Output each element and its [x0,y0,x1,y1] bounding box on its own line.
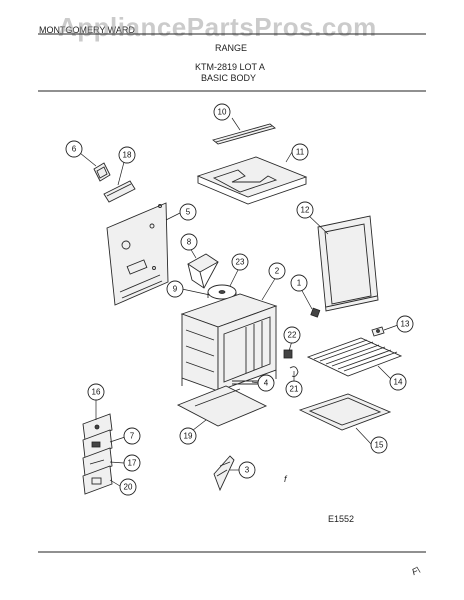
support-bar-part [232,380,258,385]
callout-7: 7 [123,427,141,445]
callout-18-label: 18 [123,151,132,160]
fitting-part [310,307,321,318]
callout-6: 6 [65,140,83,158]
callout-3: 3 [238,461,256,479]
callout-19: 19 [179,427,197,445]
hardware-kit-stack [82,413,113,495]
vent-duct-part [187,253,219,289]
callout-22: 22 [283,326,301,344]
callout-5-label: 5 [186,208,191,217]
callout-22-label: 22 [288,331,297,340]
callout-2-label: 2 [275,267,280,276]
callout-14-label: 14 [394,378,403,387]
callout-11: 11 [291,143,309,161]
callout-1-label: 1 [297,279,302,288]
burner-part [207,284,237,300]
callout-20-label: 20 [124,483,133,492]
callout-10: 10 [213,103,231,121]
callout-2: 2 [268,262,286,280]
section-title: BASIC BODY [201,73,257,83]
back-panel-part [106,202,169,306]
callout-16-label: 16 [92,388,101,397]
callout-5: 5 [179,203,197,221]
bottom-panel-part [176,385,268,427]
callout-21: 21 [285,380,303,398]
knob-bracket-part [93,162,111,182]
figure-code: E1552 [328,514,355,524]
oven-door-frame-part [317,215,379,312]
callout-23: 23 [231,253,249,271]
top-panel-part [196,156,308,205]
latch-part [371,326,385,337]
oven-body-part [180,293,278,400]
callout-7-label: 7 [130,432,135,441]
callout-18: 18 [118,146,136,164]
callout-15-label: 15 [375,441,384,450]
callout-20: 20 [119,478,137,496]
callout-10-label: 10 [218,108,227,117]
callout-13: 13 [396,315,414,333]
callout-8: 8 [180,233,198,251]
callout-17: 17 [123,454,141,472]
callout-12-label: 12 [301,206,310,215]
broiler-pan-part [298,393,392,431]
callout-9-label: 9 [173,285,178,294]
top-trim-strip-part [212,123,276,145]
callout-16: 16 [87,383,105,401]
stray-mark: f [284,474,287,484]
callout-9: 9 [166,280,184,298]
callout-11-label: 11 [296,148,305,157]
callout-8-label: 8 [187,238,192,247]
callout-3-label: 3 [245,466,250,475]
panel-insert-part [103,180,136,203]
callout-15: 15 [370,436,388,454]
model-number: KTM-2819 LOT A [195,62,265,72]
callout-12: 12 [296,201,314,219]
brand-text: MONTGOMERY WARD [39,25,135,35]
callout-6-label: 6 [72,145,77,154]
callout-13-label: 13 [401,320,410,329]
callout-4: 4 [257,374,275,392]
callout-23-label: 23 [236,258,245,267]
callout-17-label: 17 [128,459,137,468]
watermark: AppliancePartsPros.com [58,12,377,42]
callout-4-label: 4 [264,379,269,388]
product-title: RANGE [215,43,248,53]
callout-21-label: 21 [290,385,299,394]
callout-1: 1 [290,274,308,292]
hinge-part [213,455,235,492]
oven-rack-part [306,337,403,377]
callout-19-label: 19 [184,432,193,441]
callout-14: 14 [389,373,407,391]
connector-part [283,349,293,359]
